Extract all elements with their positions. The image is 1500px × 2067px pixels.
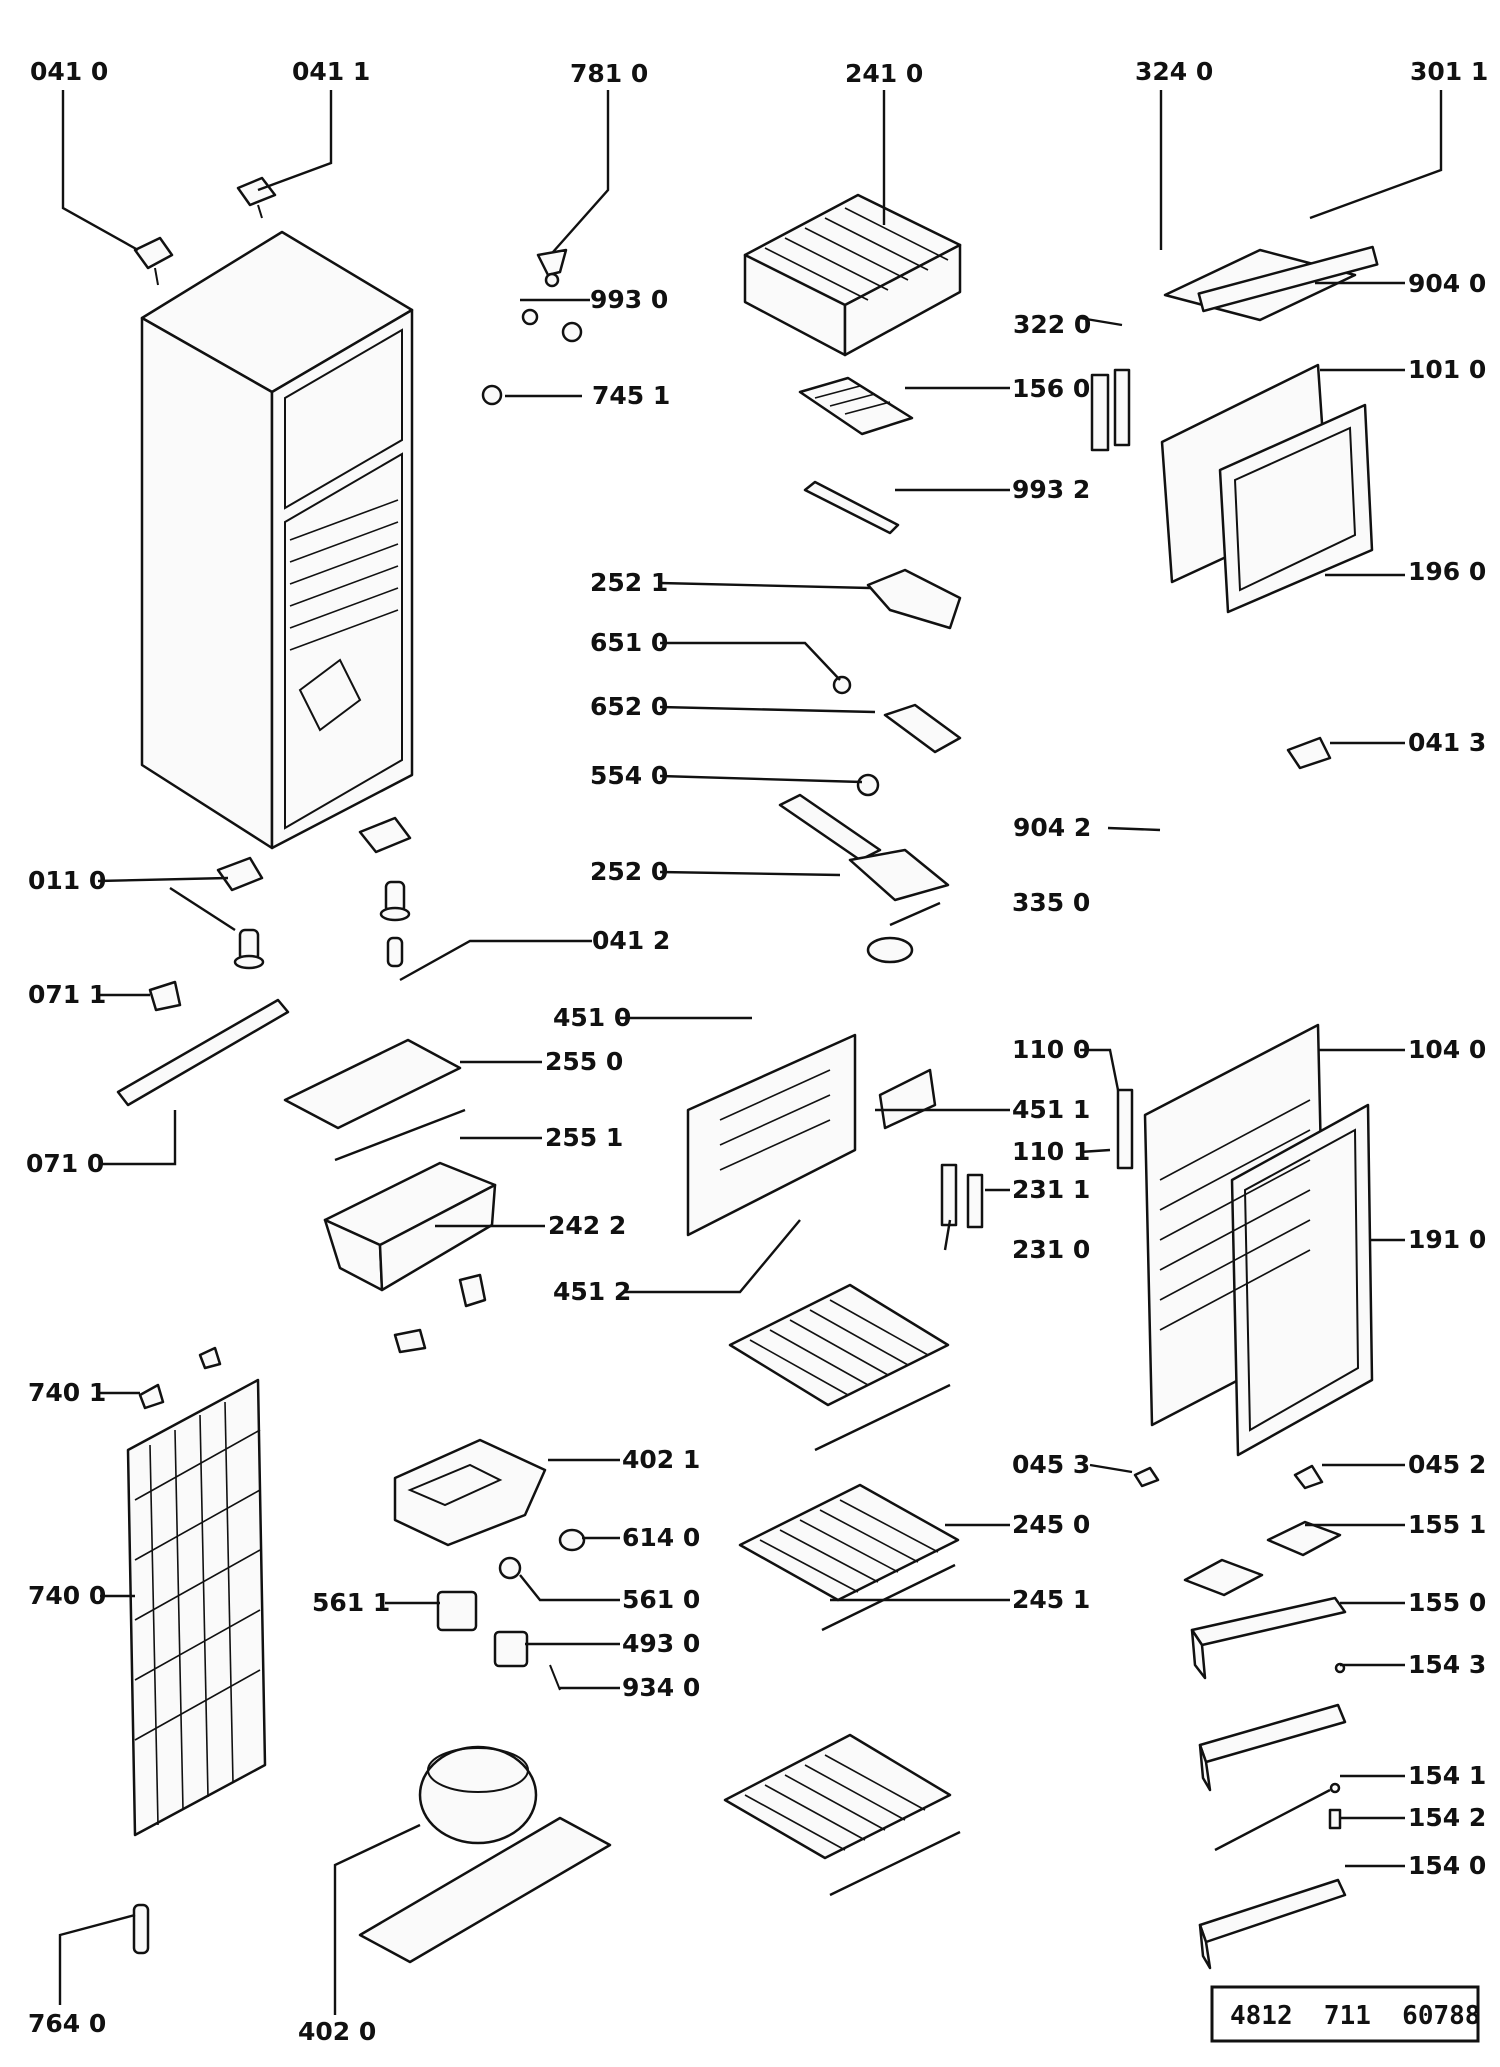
part-label-5610: 561 0 — [622, 1585, 700, 1614]
hinge-drawings — [133, 176, 1332, 892]
wire-shelves-drawing — [723, 1283, 961, 1897]
evaporator-drawing — [686, 1033, 937, 1237]
part-label-1910: 191 0 — [1408, 1225, 1486, 1254]
part-label-0452: 045 2 — [1408, 1450, 1486, 1479]
part-label-2520: 252 0 — [590, 857, 668, 886]
feet-drawings — [233, 880, 411, 970]
control-housing-drawings — [778, 568, 962, 964]
part-label-1551: 155 1 — [1408, 1510, 1486, 1539]
part-label-2450: 245 0 — [1012, 1510, 1090, 1539]
part-label-1960: 196 0 — [1408, 557, 1486, 586]
leader-lines — [58, 90, 1443, 2015]
part-label-0412: 041 2 — [592, 926, 670, 955]
part-label-2451: 245 1 — [1012, 1585, 1090, 1614]
crisper-drawings — [283, 1038, 497, 1354]
part-label-7810: 781 0 — [570, 59, 648, 88]
part-label-1101: 110 1 — [1012, 1137, 1090, 1166]
part-label-6520: 652 0 — [590, 692, 668, 721]
part-label-7451: 745 1 — [592, 381, 670, 410]
cabinet-drawing — [140, 230, 414, 850]
part-label-9930: 993 0 — [590, 285, 668, 314]
document-number-box: 4812 711 60788 — [1210, 1985, 1480, 2043]
part-label-4510: 451 0 — [553, 1003, 631, 1032]
part-label-3350: 335 0 — [1012, 888, 1090, 917]
part-label-3240: 324 0 — [1135, 57, 1213, 86]
part-label-9932: 993 2 — [1012, 475, 1090, 504]
part-label-3011: 301 1 — [1410, 57, 1488, 86]
part-label-5540: 554 0 — [590, 761, 668, 790]
part-label-0410: 041 0 — [30, 57, 108, 86]
part-label-1540: 154 0 — [1408, 1851, 1486, 1880]
part-label-9340: 934 0 — [622, 1673, 700, 1702]
door-bins-drawing — [1133, 1464, 1347, 1970]
part-label-7400: 740 0 — [28, 1581, 106, 1610]
rear-bar-drawing — [116, 980, 290, 1107]
part-labels: 041 0 041 1 781 0 241 0 324 0 301 1 993 … — [26, 57, 1488, 2046]
part-label-1560: 156 0 — [1012, 374, 1090, 403]
part-label-1100: 110 0 — [1012, 1035, 1090, 1064]
fridge-door-drawing — [940, 1023, 1374, 1457]
part-label-4512: 451 2 — [553, 1277, 631, 1306]
compressor-drawings — [358, 1438, 612, 1964]
part-label-2311: 231 1 — [1012, 1175, 1090, 1204]
part-label-2551: 255 1 — [545, 1123, 623, 1152]
part-label-0711: 071 1 — [28, 980, 106, 1009]
part-label-0110: 011 0 — [28, 866, 106, 895]
part-label-6140: 614 0 — [622, 1523, 700, 1552]
part-label-4020: 402 0 — [298, 2017, 376, 2046]
part-label-1040: 104 0 — [1408, 1035, 1486, 1064]
thermostat-parts-drawings — [481, 248, 583, 406]
part-label-1550: 155 0 — [1408, 1588, 1486, 1617]
part-label-1010: 101 0 — [1408, 355, 1486, 384]
part-label-7640: 764 0 — [28, 2009, 106, 2038]
part-label-2521: 252 1 — [590, 568, 668, 597]
part-label-2310: 231 0 — [1012, 1235, 1090, 1264]
part-label-0411: 041 1 — [292, 57, 370, 86]
part-label-1542: 154 2 — [1408, 1803, 1486, 1832]
condenser-drawing — [126, 1346, 267, 1955]
part-label-2550: 255 0 — [545, 1047, 623, 1076]
part-label-9042: 904 2 — [1013, 813, 1091, 842]
part-label-2410: 241 0 — [845, 59, 923, 88]
part-label-4930: 493 0 — [622, 1629, 700, 1658]
part-label-1541: 154 1 — [1408, 1761, 1486, 1790]
part-label-0413: 041 3 — [1408, 728, 1486, 757]
part-label-3220: 322 0 — [1013, 310, 1091, 339]
part-label-6510: 651 0 — [590, 628, 668, 657]
ice-tray-drawing — [798, 376, 914, 535]
part-label-4021: 402 1 — [622, 1445, 700, 1474]
part-label-0453: 045 3 — [1012, 1450, 1090, 1479]
part-label-7401: 740 1 — [28, 1378, 106, 1407]
part-label-1543: 154 3 — [1408, 1650, 1486, 1679]
part-label-4511: 451 1 — [1012, 1095, 1090, 1124]
document-number: 4812 711 60788 — [1230, 2001, 1480, 2031]
freezer-basket-drawing — [743, 193, 962, 357]
part-label-5611: 561 1 — [312, 1588, 390, 1617]
part-label-2422: 242 2 — [548, 1211, 626, 1240]
part-label-9040: 904 0 — [1408, 269, 1486, 298]
part-label-0710: 071 0 — [26, 1149, 104, 1178]
freezer-door-drawing — [1090, 245, 1379, 614]
